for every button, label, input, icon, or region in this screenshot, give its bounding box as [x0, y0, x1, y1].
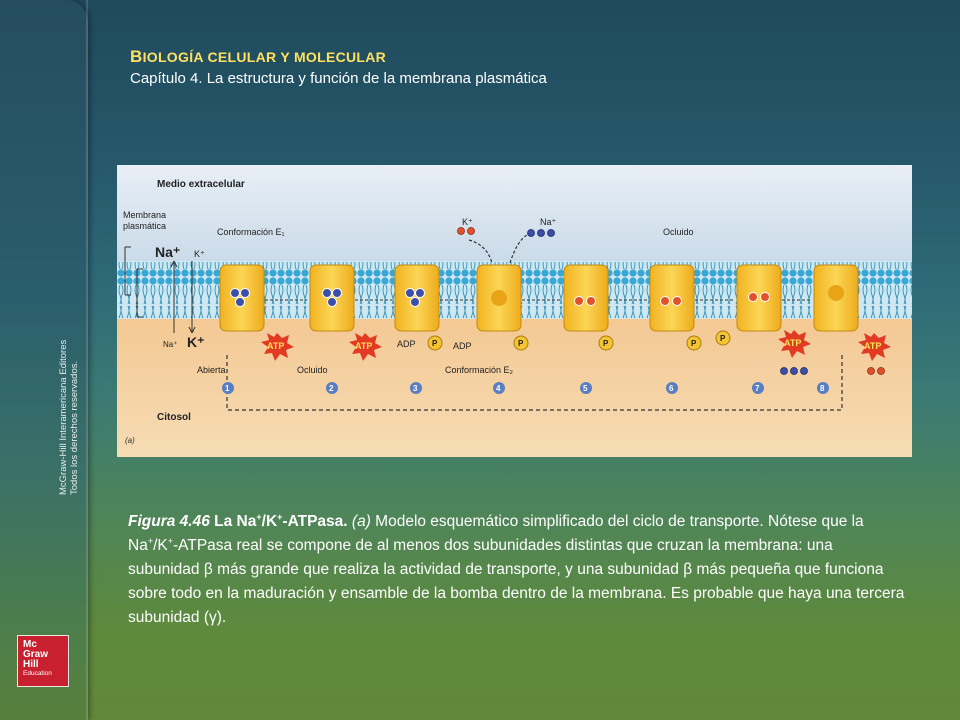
cycle-arrows — [226, 299, 843, 411]
book-title-initial: B — [130, 47, 143, 66]
atp-label-2: ATP — [355, 341, 372, 351]
mcgraw-hill-logo: Mc Graw Hill Education — [17, 635, 69, 687]
label-na-big: Na⁺ — [155, 244, 180, 260]
label-membrane-1: Membrana — [123, 210, 166, 220]
phosphate-groups: P P P P P — [427, 330, 731, 351]
phosphate-label-5: P — [720, 334, 726, 343]
caption-body-sup2: + — [167, 535, 174, 546]
chapter-subtitle: Capítulo 4. La estructura y función de l… — [130, 70, 547, 87]
step-1: 1 — [225, 384, 230, 393]
caption-title-part2: /K — [261, 513, 278, 530]
adp-label-1: ADP — [397, 339, 416, 349]
logo-line-1: Mc — [23, 639, 37, 650]
caption-title: La Na+/K+-ATPasa. — [214, 511, 348, 530]
label-occluded-top: Ocluido — [663, 227, 694, 237]
step-2: 2 — [329, 384, 334, 393]
cytosolic-ions — [780, 367, 885, 375]
logo-line-4: Education — [23, 670, 52, 677]
atp-starbursts: ATP ATP ATP ATP — [261, 330, 891, 361]
extracellular-ions — [457, 227, 555, 264]
label-panel: (a) — [125, 436, 135, 445]
label-conformation-e1: Conformación E₁ — [217, 227, 285, 237]
logo-line-3: Hill — [23, 659, 39, 670]
book-title-rest: IOLOGÍA CELULAR Y MOLECULAR — [142, 49, 387, 65]
label-conformation-e2: Conformación E₂ — [445, 365, 514, 375]
figure-panel: Medio extracelular Membrana plasmática C… — [117, 165, 912, 457]
step-5: 5 — [583, 384, 588, 393]
step-markers: 1 2 3 4 5 6 7 8 — [222, 382, 829, 394]
caption-title-sup2: + — [277, 511, 283, 522]
figure-caption: Figura 4.46 La Na+/K+-ATPasa. (a) Modelo… — [128, 510, 908, 630]
label-extracellular: Medio extracelular — [157, 179, 245, 190]
caption-body-2: /K — [153, 537, 168, 554]
pumps — [219, 264, 859, 332]
atp-label-4: ATP — [864, 341, 881, 351]
caption-title-part1: La Na — [214, 513, 257, 530]
step-8: 8 — [820, 384, 825, 393]
sodium-potassium-pump-diagram: Medio extracelular Membrana plasmática C… — [117, 165, 912, 457]
label-cytosol: Citosol — [157, 412, 191, 423]
label-occluded: Ocluido — [297, 365, 328, 375]
caption-panel-ref: (a) — [351, 513, 371, 530]
atp-label-1: ATP — [267, 341, 284, 351]
adp-label-2: ADP — [453, 341, 472, 351]
book-title: BIOLOGÍA CELULAR Y MOLECULAR — [130, 47, 386, 67]
label-na-small: Na⁺ — [163, 340, 177, 349]
sidebar — [0, 0, 88, 720]
caption-body-sup1: + — [147, 535, 154, 546]
caption-body-3: -ATPasa real se compone de al menos dos … — [128, 537, 905, 626]
label-k-big: K⁺ — [187, 334, 205, 350]
caption-body-1: Modelo esquemático simplificado del cicl… — [128, 513, 864, 554]
caption-title-part3: -ATPasa. — [282, 513, 348, 530]
phosphate-label-3: P — [603, 339, 609, 348]
caption-figure-number: Figura 4.46 — [128, 513, 210, 530]
publisher-line-2: Todos los derechos reservados. — [69, 360, 80, 495]
label-membrane-2: plasmática — [123, 221, 166, 231]
label-open: Abierta — [197, 365, 226, 375]
publisher-notice: McGraw-Hill Interamericana Editores Todo… — [58, 340, 80, 495]
publisher-line-1: McGraw-Hill Interamericana Editores — [58, 339, 69, 495]
label-k-small: K⁺ — [194, 249, 205, 259]
caption-title-sup1: + — [256, 511, 262, 522]
phosphate-label-1: P — [432, 339, 438, 348]
atp-label-3: ATP — [784, 338, 801, 348]
label-k-top: K⁺ — [462, 217, 473, 227]
step-6: 6 — [669, 384, 674, 393]
label-na-top: Na⁺ — [540, 217, 557, 227]
logo-line-2: Graw — [23, 649, 49, 660]
step-3: 3 — [413, 384, 418, 393]
phosphate-label-4: P — [691, 339, 697, 348]
step-4: 4 — [496, 384, 501, 393]
step-7: 7 — [755, 384, 760, 393]
phosphate-label-2: P — [518, 339, 524, 348]
